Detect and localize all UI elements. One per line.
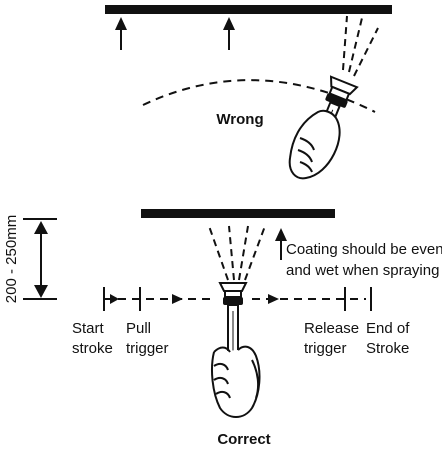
coating-note-line2: and wet when spraying xyxy=(286,262,439,279)
end-stroke-label-1: End of xyxy=(366,320,410,337)
spray-fan-correct xyxy=(208,225,266,281)
uneven-arrow-right xyxy=(223,17,235,50)
start-stroke-label-1: Start xyxy=(72,320,105,337)
uneven-arrow-left xyxy=(115,17,127,50)
distance-label: 200 - 250mm xyxy=(3,215,20,303)
surface-bar-wrong xyxy=(105,5,392,14)
spray-fan-wrong xyxy=(342,15,379,77)
hand-wrong xyxy=(288,109,341,180)
end-stroke-label-2: Stroke xyxy=(366,340,409,357)
stroke-markers xyxy=(103,287,372,311)
surface-bar-correct xyxy=(141,209,335,218)
hand-correct xyxy=(211,345,261,418)
pull-trigger-label-2: trigger xyxy=(126,340,169,357)
coating-note-line1: Coating should be even xyxy=(286,241,442,258)
start-stroke-label-2: stroke xyxy=(72,340,113,357)
pull-trigger-label-1: Pull xyxy=(126,320,151,337)
stroke-arrowheads xyxy=(110,294,279,304)
arc-path-wrong xyxy=(142,79,376,113)
correct-section: 200 - 250mm Coating should be even and w… xyxy=(3,209,442,448)
wrong-label: Wrong xyxy=(216,111,263,128)
release-trigger-label-2: trigger xyxy=(304,340,347,357)
release-trigger-label-1: Release xyxy=(304,320,359,337)
distance-indicator xyxy=(23,218,57,300)
correct-label: Correct xyxy=(217,431,270,448)
wrong-section: Wrong xyxy=(105,5,392,180)
coating-pointer-arrow xyxy=(275,228,287,260)
